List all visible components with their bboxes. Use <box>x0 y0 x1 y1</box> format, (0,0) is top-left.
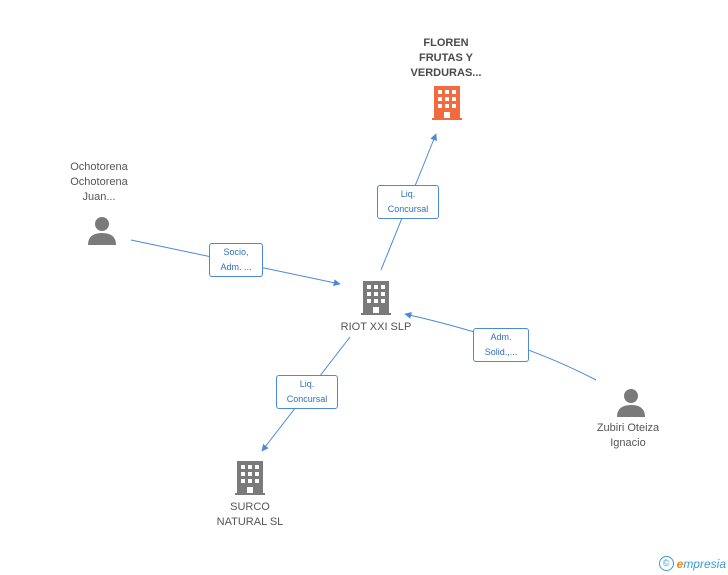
building-icon-floren[interactable] <box>432 86 462 125</box>
empresia-brand[interactable]: © empresia <box>658 556 726 571</box>
edge-label-riot-surco[interactable]: Liq. Concursal <box>276 375 338 409</box>
edge-label-ochotorena-riot[interactable]: Socio, Adm. ... <box>209 243 263 277</box>
edge-label-zubiri-riot[interactable]: Adm. Solid.,... <box>473 328 529 362</box>
company-label-floren[interactable]: FLOREN FRUTAS Y VERDURAS... <box>410 37 482 79</box>
building-icon-surco[interactable] <box>235 461 265 500</box>
person-icon-zubiri[interactable] <box>616 387 646 422</box>
brand-rest: mpresia <box>683 556 726 571</box>
company-label-surco[interactable]: SURCO NATURAL SL <box>216 501 284 528</box>
company-label-riot[interactable]: RIOT XXI SLP <box>340 321 412 333</box>
person-icon-ochotorena[interactable] <box>87 215 117 250</box>
person-label-ochotorena[interactable]: Ochotorena Ochotorena Juan... <box>70 161 128 203</box>
brand-e: e <box>676 556 684 571</box>
edge-label-riot-floren[interactable]: Liq. Concursal <box>377 185 439 219</box>
person-label-zubiri[interactable]: Zubiri Oteiza Ignacio <box>596 422 660 449</box>
copyright-icon: © <box>658 556 674 571</box>
building-icon-riot[interactable] <box>361 281 391 320</box>
